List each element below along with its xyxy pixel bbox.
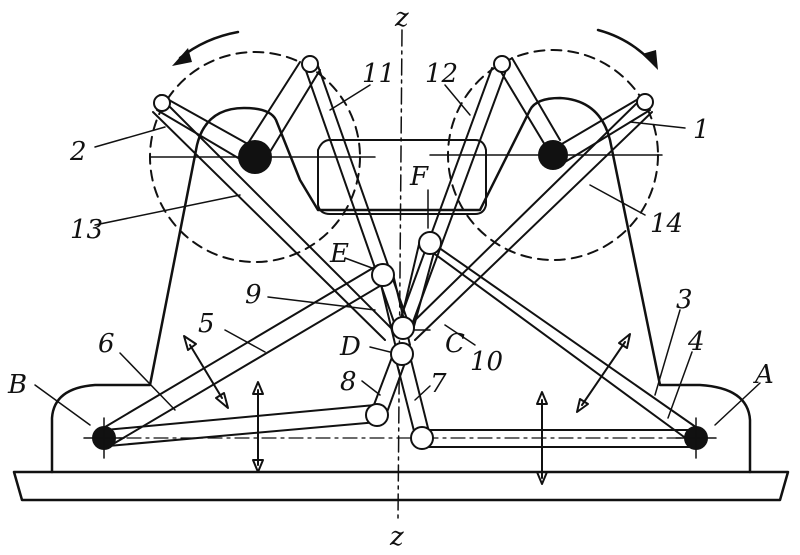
label-10: 10 [470, 347, 503, 377]
label-F: F [409, 162, 429, 192]
motion-arrows [183, 333, 631, 485]
label-C: C [445, 329, 465, 359]
link-8 [371, 351, 407, 416]
link-11 [304, 65, 409, 326]
link-4 [421, 429, 696, 448]
joint-crank-1-top [493, 55, 511, 73]
label-5: 5 [198, 309, 215, 339]
symmetry-axis [397, 29, 403, 519]
joint-crank-2-top [301, 55, 319, 73]
label-7: 7 [430, 369, 447, 399]
crank-hub-right [538, 140, 568, 170]
crank-arm-left-2 [156, 61, 321, 166]
link-6 [104, 404, 379, 447]
leader-lines [34, 84, 761, 426]
label-2: 2 [69, 137, 87, 167]
label-12: 12 [425, 59, 458, 89]
label-9: 9 [245, 280, 262, 310]
label-13: 13 [70, 215, 103, 245]
link-7 [395, 355, 430, 436]
joint-E [371, 263, 395, 287]
link-12 [397, 67, 507, 331]
joint-crank-2-end [153, 94, 171, 112]
label-D: D [339, 332, 361, 362]
link-5 [99, 264, 391, 448]
label-14: 14 [650, 209, 683, 239]
label-4: 4 [687, 327, 705, 357]
label-B: B [7, 370, 27, 400]
joint-4-7 [410, 426, 434, 450]
label-11: 11 [362, 59, 395, 89]
link-14 [404, 99, 653, 341]
label-1: 1 [693, 115, 710, 145]
joint-D [390, 342, 414, 366]
crank-hub-left [238, 140, 272, 174]
pivot-ticks [83, 417, 717, 459]
link-10 [399, 237, 701, 446]
label-3: 3 [676, 285, 693, 315]
link-13 [152, 99, 396, 341]
label-z-bottom: z [389, 522, 404, 552]
base-plate [12, 470, 790, 502]
label-E: E [329, 239, 349, 269]
crank-arm-right-1 [494, 57, 651, 166]
joint-circles [153, 55, 654, 450]
frame-cutout [317, 139, 487, 215]
rotation-arrow-left-head [172, 48, 192, 66]
rotation-arrow-right-head [642, 50, 658, 70]
label-6: 6 [98, 329, 115, 359]
joint-F [418, 231, 442, 255]
label-A: A [753, 360, 774, 390]
joint-C [391, 316, 415, 340]
joint-6-8 [365, 403, 389, 427]
rotation-arrow-right [596, 28, 652, 62]
joint-crank-1-end [636, 93, 654, 111]
label-z-top: z [394, 3, 409, 33]
label-8: 8 [340, 367, 357, 397]
